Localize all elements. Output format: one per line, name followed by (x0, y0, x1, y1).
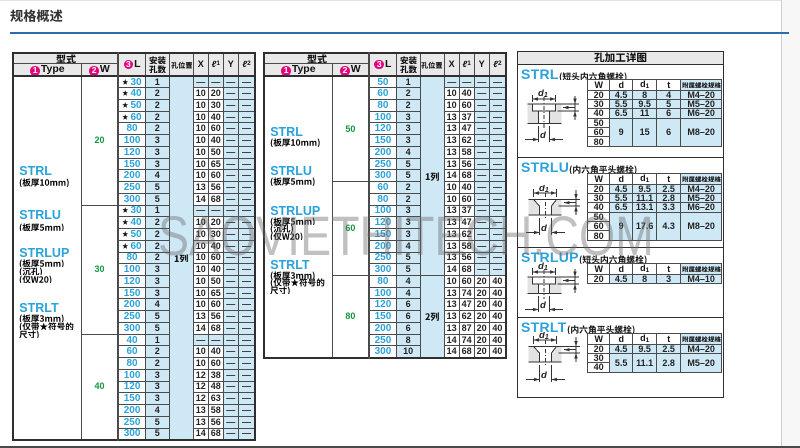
svg-text:d: d (541, 370, 547, 381)
svg-text:d: d (541, 223, 547, 234)
svg-text:d: d (540, 130, 546, 141)
svg-text:d1: d1 (539, 185, 549, 194)
svg-text:d: d (540, 300, 546, 311)
svg-text:d1: d1 (538, 88, 548, 99)
svg-text:d1: d1 (538, 261, 548, 272)
svg-text:d1: d1 (539, 332, 549, 341)
